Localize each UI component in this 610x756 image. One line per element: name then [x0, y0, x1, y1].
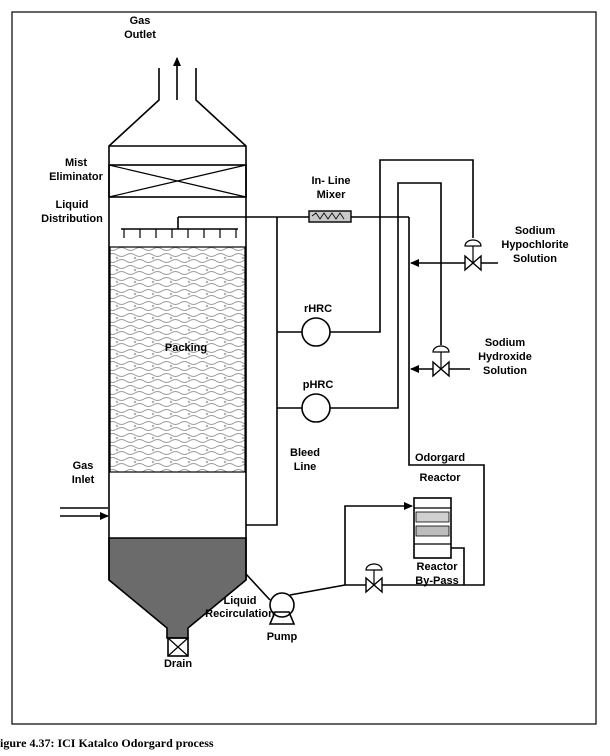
inline-mixer-label-2: Mixer: [317, 189, 346, 201]
rhrc-controller: [277, 159, 474, 347]
drain-label: Drain: [164, 658, 192, 670]
phrc-controller: [277, 182, 442, 423]
mist-eliminator-label: Mist: [65, 157, 87, 169]
sodium-hydroxide-label-2: Hydroxide: [478, 351, 532, 363]
sump: [108, 537, 247, 639]
hydroxide-valve: [410, 345, 470, 378]
liquid-distribution-label: Liquid: [56, 199, 89, 211]
figure-frame: [11, 11, 597, 725]
scrubber-column: [60, 57, 309, 657]
odorgard-reactor-label: Odorgard: [415, 452, 465, 464]
mist-eliminator: [108, 164, 247, 198]
phrc-label: pHRC: [303, 379, 334, 391]
bypass-valve: [365, 563, 383, 594]
gas-inlet-label-2: Inlet: [72, 474, 95, 486]
hypochlorite-valve: [410, 239, 498, 272]
mist-eliminator-label-2: Eliminator: [49, 171, 104, 183]
sodium-hydroxide-label-3: Solution: [483, 365, 527, 377]
sodium-hypochlorite-label-3: Solution: [513, 253, 557, 265]
reactor-bypass-label-2: By-Pass: [415, 575, 458, 587]
sodium-hydroxide-label: Sodium: [485, 337, 526, 349]
pump-label: Pump: [267, 631, 298, 643]
inline-mixer: [308, 210, 352, 223]
bleed-line-label-2: Line: [294, 461, 317, 473]
bleed-line: [246, 217, 278, 526]
odorgard-reactor-vessel: [413, 497, 452, 559]
bleed-line-label: Bleed: [290, 447, 320, 459]
sodium-hypochlorite-label-2: Hypochlorite: [501, 239, 568, 251]
recirculation-pump: [268, 592, 296, 625]
gas-outlet-label-2: Outlet: [124, 29, 156, 41]
rhrc-label: rHRC: [304, 303, 332, 315]
odorgard-reactor-label-2: Reactor: [420, 472, 462, 484]
liquid-distributor: [121, 216, 309, 238]
sodium-hypochlorite-label: Sodium: [515, 225, 556, 237]
figure-caption: igure 4.37: ICI Katalco Odorgard process: [0, 736, 214, 750]
packing-label: Packing: [165, 342, 207, 354]
liquid-distribution-label-2: Distribution: [41, 213, 103, 225]
liquid-recirculation-label-2: Recirculation: [205, 608, 275, 620]
inline-mixer-label: In- Line: [311, 175, 350, 187]
gas-inlet-label: Gas: [73, 460, 94, 472]
gas-outlet-label: Gas: [130, 15, 151, 27]
packing-bed: [109, 246, 246, 473]
liquid-recirculation-label: Liquid: [224, 595, 257, 607]
reactor-bypass-label: Reactor: [417, 561, 459, 573]
drain-valve: [167, 637, 189, 657]
